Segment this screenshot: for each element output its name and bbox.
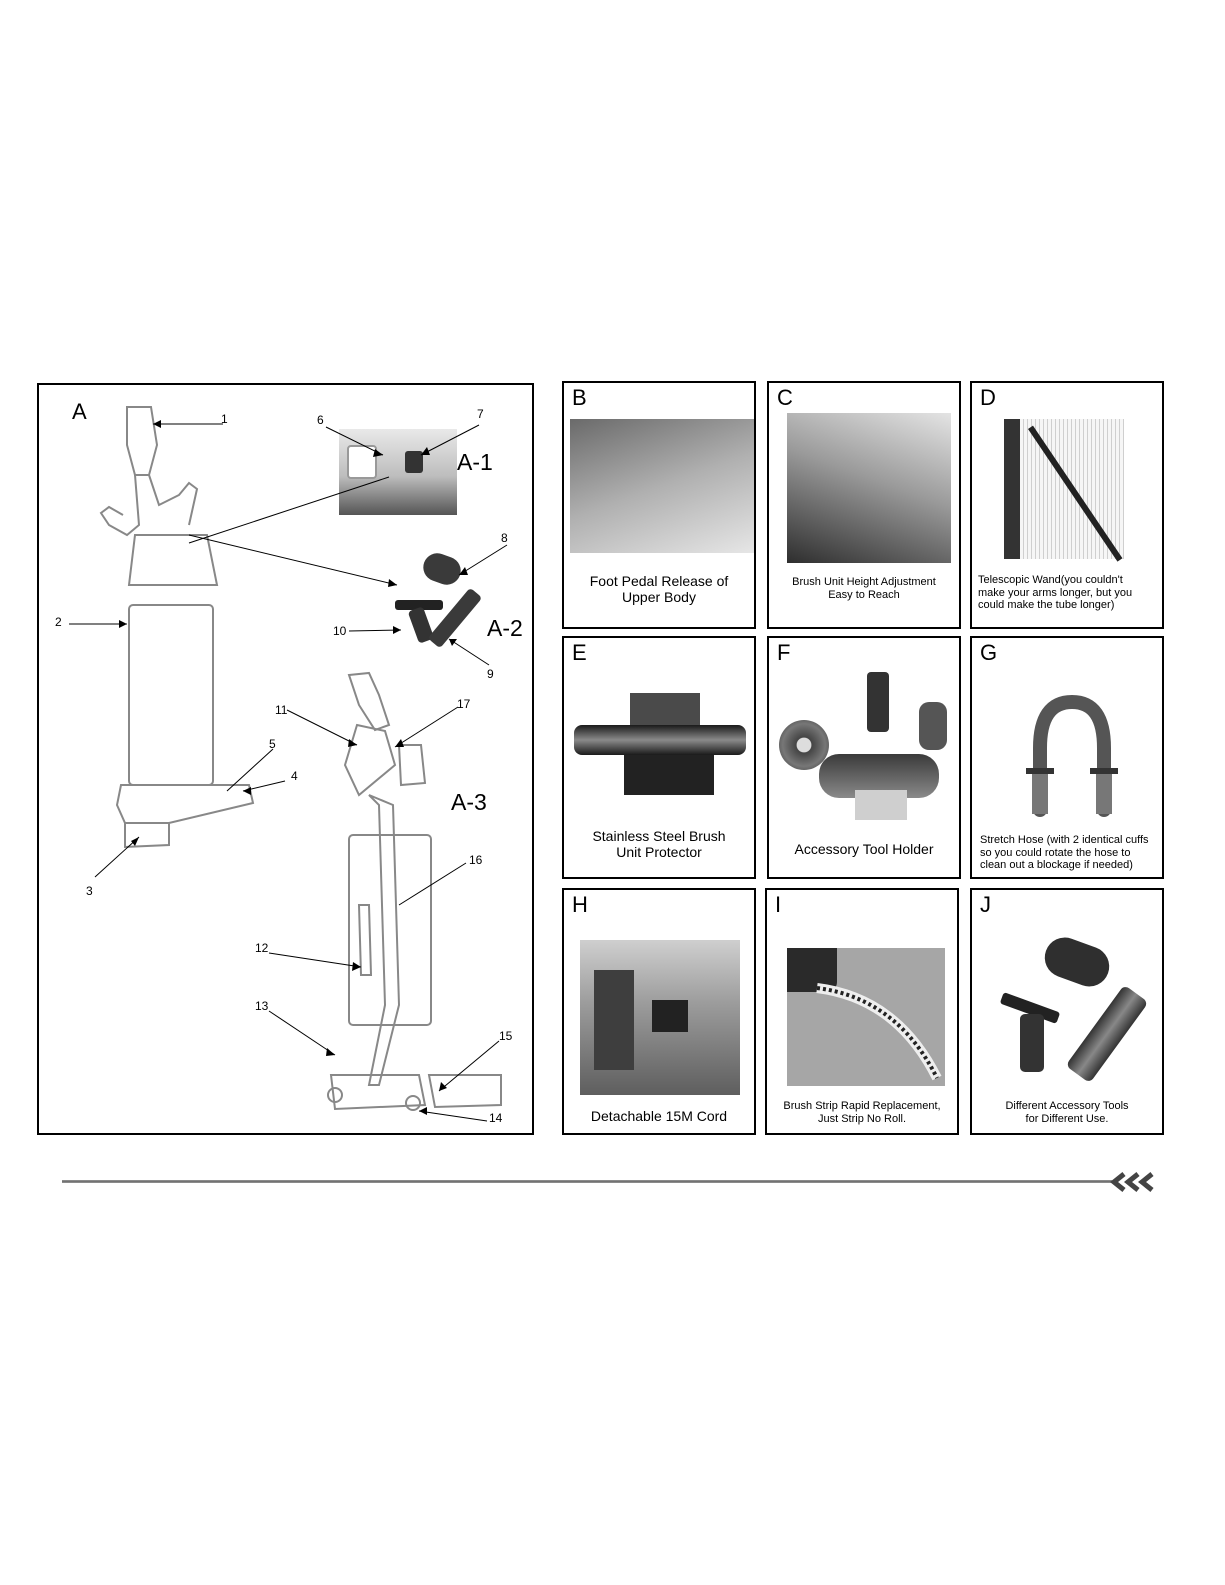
panel-a: A A-1 A-2 [37, 383, 534, 1135]
crevice-nozzle-icon [1065, 984, 1149, 1084]
panel-d-label: D [980, 385, 996, 410]
panel-i-label: I [775, 892, 782, 917]
callout-10: 10 [333, 624, 347, 638]
callout-16: 16 [469, 853, 483, 867]
brush-protector-photo [574, 693, 746, 799]
round-nozzle-icon [1039, 931, 1115, 993]
callout-15: 15 [499, 1029, 513, 1043]
brush-height-photo [787, 413, 951, 563]
panel-f-label: F [777, 640, 791, 665]
callout-3: 3 [86, 884, 93, 898]
bottom-rule [62, 1180, 1112, 1183]
panel-f: F Accessory Tool Holder [767, 636, 961, 879]
panel-i: I Brush Strip Rapid Replacement,Just Str… [765, 888, 959, 1135]
callout-13: 13 [255, 999, 269, 1013]
panel-c-label: C [777, 385, 793, 410]
upholstery-tool-icon [395, 600, 443, 644]
panel-h: H Detachable 15M Cord [562, 888, 756, 1135]
upholstery-nozzle-icon [999, 992, 1061, 1078]
switch-icon [405, 451, 423, 473]
panel-g-label: G [980, 640, 998, 665]
callout-1: 1 [221, 412, 228, 426]
accessory-tools-photo [992, 931, 1152, 1086]
telescopic-wand-photo [1004, 419, 1124, 562]
sub-label-a3: A-3 [451, 789, 487, 815]
callout-11: 11 [275, 703, 288, 717]
detachable-cord-photo [580, 940, 740, 1095]
callout-5: 5 [269, 737, 276, 751]
panel-b-label: B [572, 385, 587, 410]
tool-holder-photo [779, 672, 951, 826]
panel-a-label: A [72, 399, 87, 424]
panel-h-label: H [572, 892, 588, 917]
sub-label-a1: A-1 [457, 449, 493, 475]
socket-icon [347, 445, 377, 479]
panel-i-caption: Brush Strip Rapid Replacement,Just Strip… [783, 1100, 941, 1125]
panel-f-caption: Accessory Tool Holder [794, 841, 934, 857]
stretch-hose-icon [1026, 694, 1118, 817]
panel-j-label: J [980, 892, 991, 917]
callout-7: 7 [477, 407, 484, 421]
callout-14: 14 [489, 1111, 503, 1125]
callout-17: 17 [457, 697, 471, 711]
brush-strip-photo [787, 948, 945, 1086]
sub-label-a2: A-2 [487, 615, 523, 641]
callout-4: 4 [291, 769, 298, 783]
callout-2: 2 [55, 615, 62, 629]
foot-pedal-photo [570, 419, 754, 553]
vacuum-diagram [69, 406, 508, 1122]
callout-8: 8 [501, 531, 508, 545]
callout-12: 12 [255, 941, 269, 955]
callout-9: 9 [487, 667, 494, 681]
panel-h-caption: Detachable 15M Cord [590, 1108, 728, 1124]
chevrons-left-icon [1110, 1172, 1154, 1192]
panel-e-label: E [572, 640, 587, 665]
callout-6: 6 [317, 413, 324, 427]
